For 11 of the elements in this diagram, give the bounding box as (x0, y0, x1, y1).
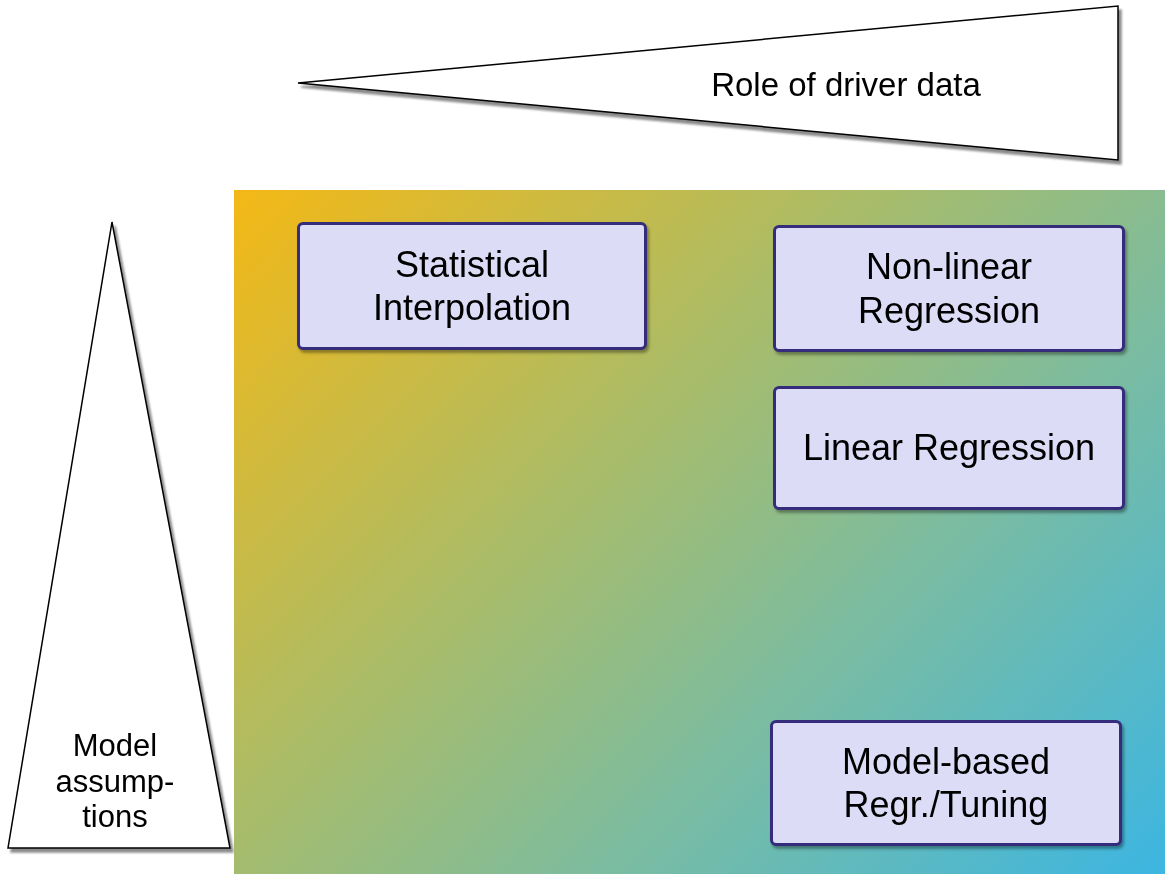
gradient-panel (234, 190, 1165, 874)
method-label: Linear Regression (802, 426, 1096, 470)
method-label: Model-based Regr./Tuning (840, 739, 1052, 827)
method-label: Non-linear Regression (856, 245, 1042, 332)
method-box (770, 720, 1122, 846)
wedge-label: Role of driver data (710, 65, 982, 105)
method-box (773, 225, 1125, 352)
method-box (773, 386, 1125, 510)
method-label: Statistical Interpolation (371, 242, 573, 330)
method-box (297, 222, 647, 350)
wedge-label: Model assump-tions (54, 728, 176, 835)
